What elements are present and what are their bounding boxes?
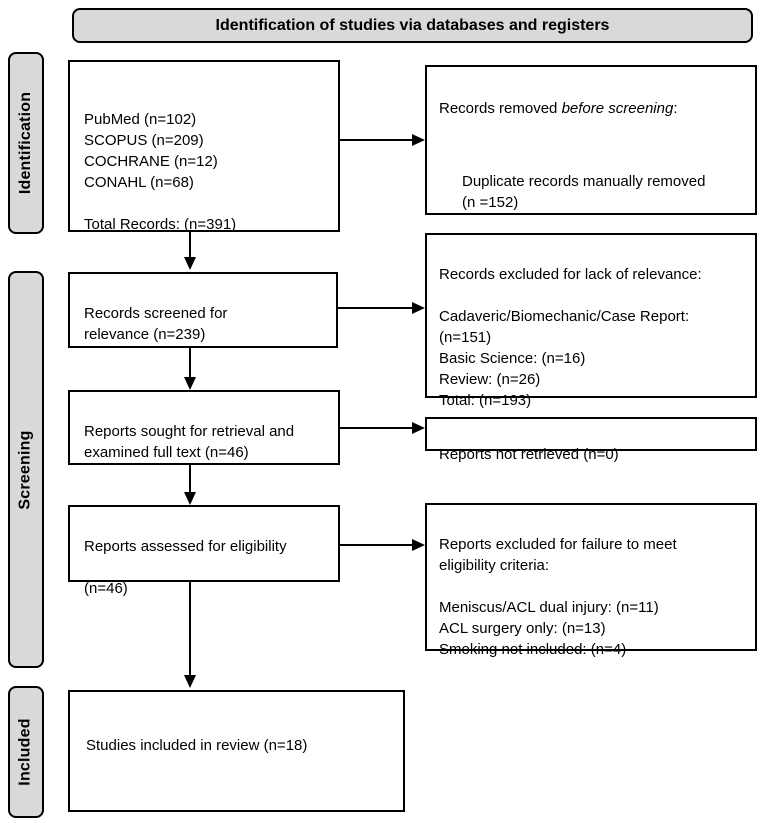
arrow-assessed-to-excluded-head bbox=[412, 539, 425, 551]
phase-label-screening: Screening bbox=[8, 271, 44, 668]
arrow-screened-to-excluded-head bbox=[412, 302, 425, 314]
phase-label-identification-text: Identification bbox=[17, 91, 35, 195]
box-database-records: PubMed (n=102) SCOPUS (n=209) COCHRANE (… bbox=[68, 60, 340, 233]
box-excluded-eligibility: Reports excluded for failure to meet eli… bbox=[425, 503, 757, 658]
arrow-sought-to-assessed-head bbox=[184, 492, 196, 505]
arrow-screened-to-excluded-line bbox=[338, 307, 412, 309]
box-database-records-text: PubMed (n=102) SCOPUS (n=209) COCHRANE (… bbox=[84, 111, 237, 233]
arrow-screened-to-sought-line bbox=[189, 348, 191, 379]
arrow-assessed-to-excluded-line bbox=[340, 544, 412, 546]
arrow-assessed-to-included-head bbox=[184, 675, 196, 688]
box-excluded-relevance: Records excluded for lack of relevance: … bbox=[425, 233, 757, 409]
box-excluded-eligibility-text: Reports excluded for failure to meet eli… bbox=[439, 536, 677, 658]
box-records-removed: Records removed before screening: Duplic… bbox=[425, 65, 757, 215]
box-records-screened: Records screened for relevance (n=239) bbox=[68, 272, 338, 348]
arrow-sought-to-assessed-line bbox=[189, 465, 191, 494]
phase-label-included: Included bbox=[8, 686, 44, 818]
box-studies-included-text: Studies included in review (n=18) bbox=[86, 737, 308, 754]
box-studies-included: Studies included in review (n=18) bbox=[68, 690, 405, 812]
box-reports-sought: Reports sought for retrieval and examine… bbox=[68, 390, 340, 465]
diagram-header: Identification of studies via databases … bbox=[72, 8, 753, 43]
arrow-sought-to-notretrieved-line bbox=[340, 427, 412, 429]
box-records-removed-body: Duplicate records manually removed (n =1… bbox=[462, 173, 706, 211]
arrow-assessed-to-included-line bbox=[189, 582, 191, 677]
removed-title-suffix: : bbox=[673, 100, 678, 117]
box-reports-not-retrieved: Reports not retrieved (n=0) bbox=[425, 417, 757, 463]
arrow-screened-to-sought-head bbox=[184, 377, 196, 390]
arrow-sought-to-notretrieved-head bbox=[412, 422, 425, 434]
phase-label-screening-text: Screening bbox=[17, 429, 35, 510]
removed-title-prefix: Records removed bbox=[439, 100, 562, 117]
box-excluded-relevance-text: Records excluded for lack of relevance: … bbox=[439, 266, 702, 409]
removed-title-italic: before screening bbox=[561, 100, 674, 117]
phase-label-identification: Identification bbox=[8, 52, 44, 234]
box-reports-not-retrieved-text: Reports not retrieved (n=0) bbox=[439, 446, 619, 463]
phase-label-included-text: Included bbox=[17, 718, 35, 786]
box-reports-assessed: Reports assessed for eligibility (n=46) bbox=[68, 505, 340, 597]
box-reports-sought-text: Reports sought for retrieval and examine… bbox=[84, 423, 295, 461]
diagram-header-title: Identification of studies via databases … bbox=[215, 16, 610, 34]
arrow-databases-to-removed-line bbox=[340, 139, 412, 141]
box-reports-assessed-text: Reports assessed for eligibility (n=46) bbox=[84, 538, 287, 597]
arrow-databases-to-screened-head bbox=[184, 257, 196, 270]
box-records-removed-title: Records removed before screening: bbox=[439, 100, 677, 117]
arrow-databases-to-screened-line bbox=[189, 232, 191, 259]
box-records-screened-text: Records screened for relevance (n=239) bbox=[84, 305, 228, 343]
arrow-databases-to-removed-head bbox=[412, 134, 425, 146]
